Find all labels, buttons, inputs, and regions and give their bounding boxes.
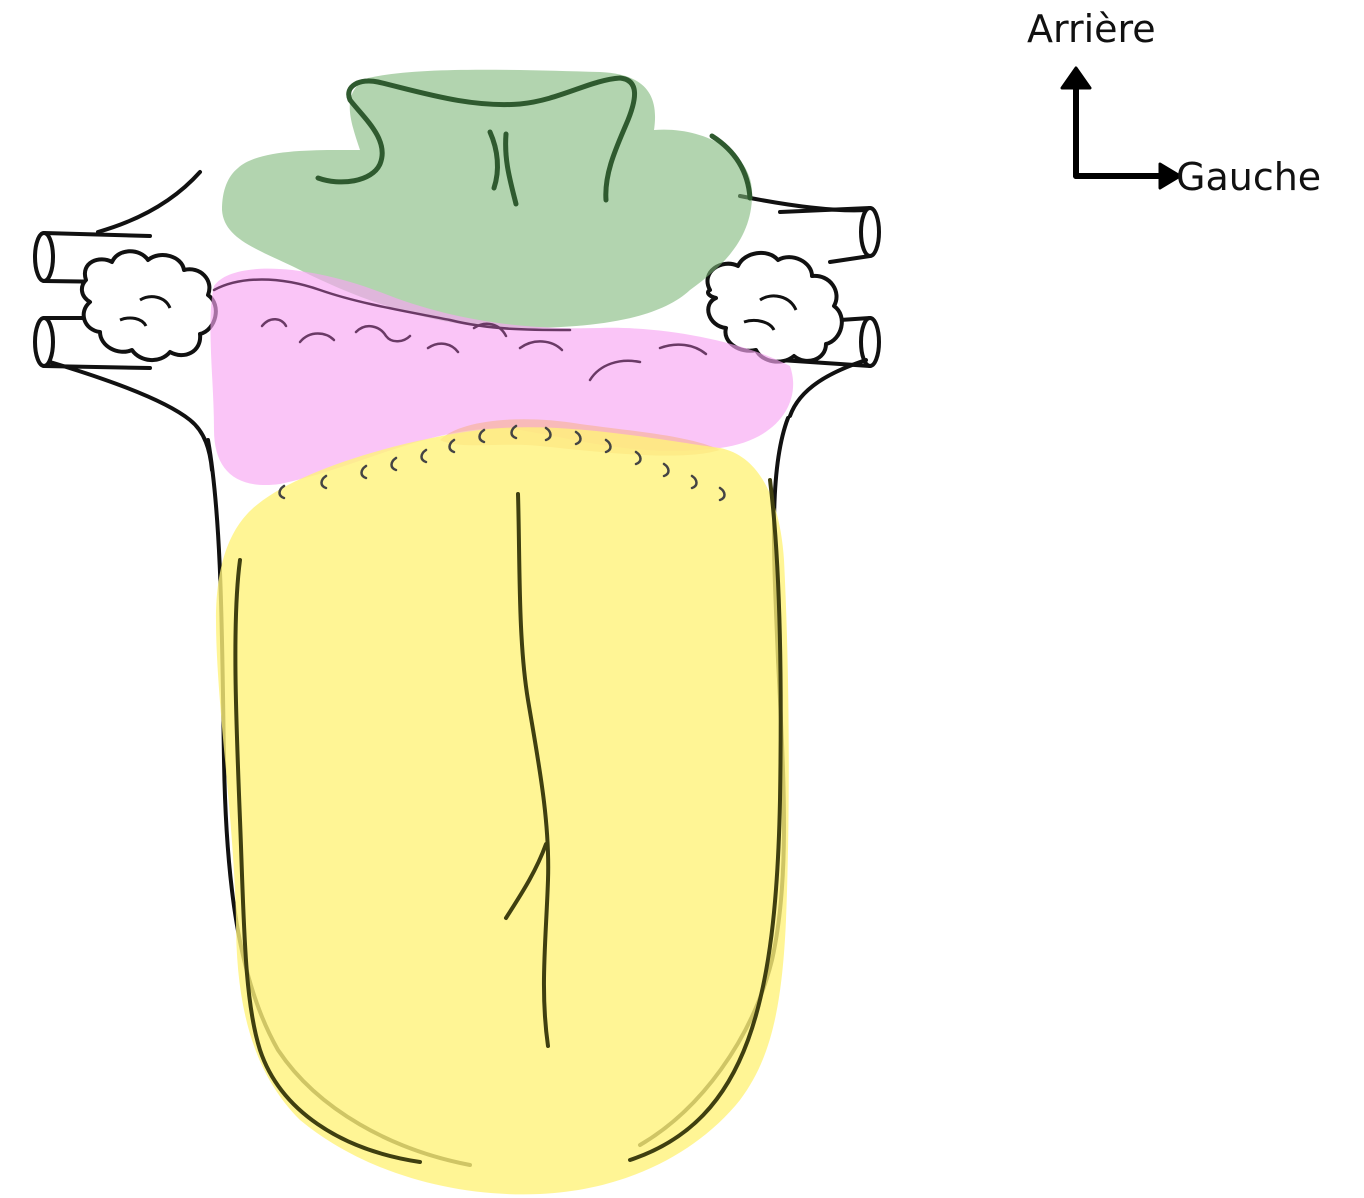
orientation-indicator — [1062, 68, 1180, 188]
right-cylinder-bottom-end — [861, 318, 879, 366]
back-arrow-head — [1062, 68, 1090, 88]
right-cylinder-top-end — [861, 208, 879, 256]
tongue-left-upper-contour — [98, 172, 200, 232]
back-direction-label: Arrière — [1027, 10, 1156, 48]
right-cylinder-top-body — [780, 208, 870, 262]
left-cylinder-bottom-end — [35, 318, 53, 366]
yellow-region — [216, 427, 789, 1194]
tongue-left-lower-flare — [50, 362, 212, 470]
left-tonsil — [82, 251, 216, 360]
tongue-right-lower-flare — [790, 360, 866, 416]
left-direction-label: Gauche — [1176, 158, 1321, 196]
left-cylinder-top-end — [35, 233, 53, 281]
